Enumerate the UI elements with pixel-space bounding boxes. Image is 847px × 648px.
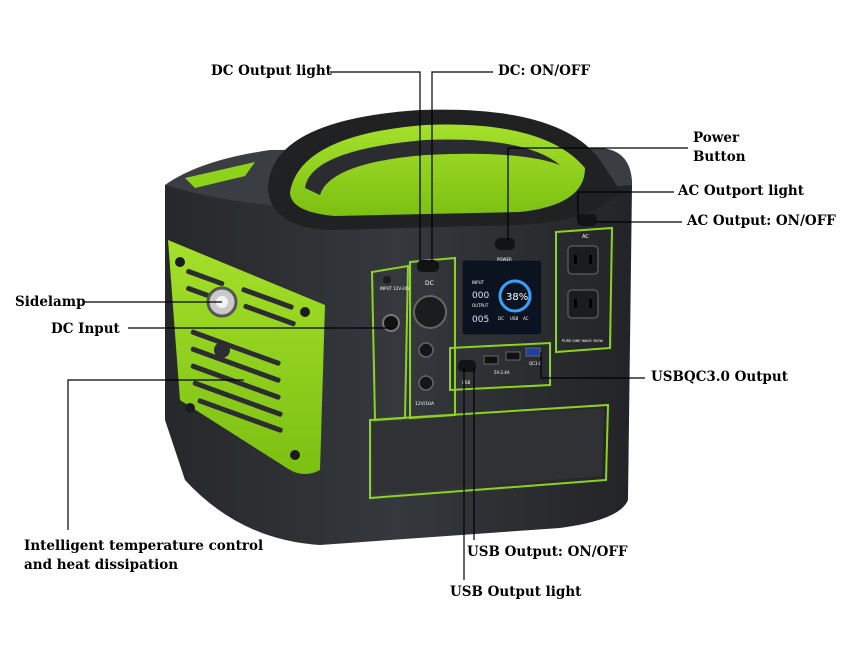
label-dc-on-off: DC: ON/OFF [498, 63, 591, 79]
label-dc-input: DC Input [51, 321, 120, 337]
line-ac-outport-light [577, 191, 674, 220]
display-input: 000 [472, 291, 489, 301]
display-percent: 38% [506, 292, 528, 303]
bottom-panel [369, 403, 610, 500]
label-usbqc-output: USBQC3.0 Output [651, 369, 788, 385]
display-output: 005 [472, 315, 489, 325]
usb-text: USB [462, 380, 470, 385]
line-dc-on-off [431, 71, 493, 262]
ac-wave-text: PURE SINE WAVE 300W [562, 339, 603, 343]
ac-socket-2 [567, 289, 599, 319]
label-sidelamp: Sidelamp [15, 294, 86, 310]
usb-qc-port [525, 347, 541, 357]
label-temperature-line1: Intelligent temperature control [24, 538, 264, 554]
line-temperature [67, 379, 244, 530]
display-usb: USB [510, 316, 518, 321]
display-input-tag: INPUT [472, 280, 485, 285]
leader-lines [67, 71, 688, 580]
label-temperature-line2: and heat dissipation [24, 557, 179, 573]
label-usb-output-on-off: USB Output: ON/OFF [467, 544, 628, 560]
usb-switch [458, 360, 476, 372]
input-voltage-text: INPUT 12V-24V [380, 286, 410, 291]
display-output-tag: OUTPUT [472, 303, 489, 308]
power-button [495, 238, 515, 250]
lcd-display [461, 259, 543, 336]
line-usbqc [540, 352, 645, 379]
dc-switch [417, 260, 439, 272]
side-screws [175, 257, 310, 460]
power-text: POWER [497, 257, 512, 262]
top-left-green [185, 162, 255, 188]
label-power-button-line2: Button [693, 149, 746, 165]
label-usb-output-light: USB Output light [450, 584, 582, 600]
dc-cigarette-port [413, 295, 447, 329]
dc-rating-text: 12V/10A [415, 401, 435, 407]
line-dc-output-light [330, 71, 421, 262]
dc-panel-text: DC [425, 280, 434, 287]
dc-input-port [382, 314, 400, 332]
usb-rating-text: 5V-2.4A [494, 370, 510, 375]
qc-text: QC3.0 [529, 361, 542, 366]
label-dc-output-light: DC Output light [211, 63, 332, 79]
label-power-button-line1: Power [693, 130, 740, 146]
ac-panel-text: AC [582, 234, 589, 240]
line-power-button [507, 147, 688, 240]
device-text: INPUT 12V-24V DC 12V/10A POWER INPUT 000… [380, 234, 603, 407]
display-ac: AC [523, 316, 529, 321]
ac-switch [577, 214, 597, 226]
side-button [214, 342, 230, 358]
display-dc: DC [498, 316, 504, 321]
label-ac-output-on-off: AC Output: ON/OFF [687, 213, 836, 229]
side-vent-slots [186, 268, 296, 433]
power-station [165, 109, 632, 545]
label-ac-outport-light: AC Outport light [678, 183, 804, 199]
ac-socket-1 [567, 245, 599, 275]
ac-panel [555, 226, 614, 354]
usb-panel [449, 341, 551, 392]
handle-grip [305, 139, 560, 195]
